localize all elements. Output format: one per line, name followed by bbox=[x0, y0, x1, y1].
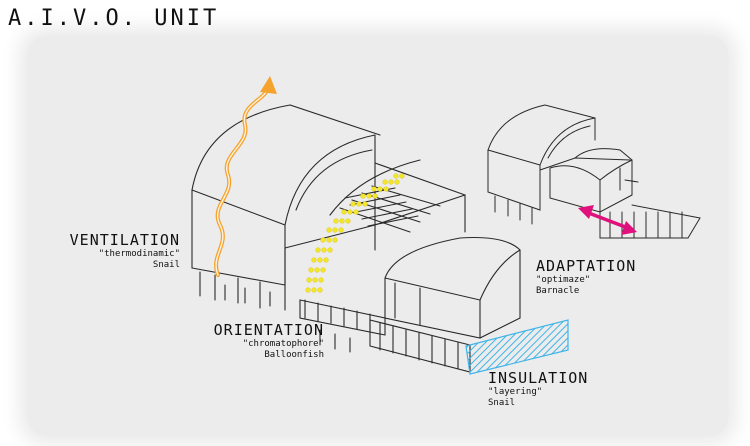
adaptation-subtitle: "optimaze" bbox=[536, 275, 591, 285]
ventilation-arrow-icon bbox=[214, 76, 277, 277]
ventilation-label: VENTILATION "thermodinamic" Snail bbox=[56, 232, 180, 271]
page-title: A.I.V.O. UNIT bbox=[8, 6, 220, 31]
adaptation-heading: ADAPTATION bbox=[536, 257, 637, 275]
insulation-label: INSULATION "layering" Snail bbox=[488, 370, 608, 409]
insulation-subtitle: "layering" bbox=[488, 387, 543, 397]
adaptation-organism: Barnacle bbox=[536, 286, 580, 296]
adaptation-label: ADAPTATION "optimaze" Barnacle bbox=[536, 258, 646, 297]
orientation-subtitle: "chromatophore" bbox=[242, 339, 324, 349]
ventilation-subtitle: "thermodinamic" bbox=[98, 249, 180, 259]
orientation-heading: ORIENTATION bbox=[213, 321, 324, 339]
paper-background bbox=[28, 36, 728, 436]
ventilation-organism: Snail bbox=[152, 260, 180, 270]
insulation-band bbox=[465, 319, 569, 375]
orientation-dots-icon bbox=[305, 173, 405, 293]
adaptation-unit-sketch bbox=[487, 104, 701, 239]
orientation-label: ORIENTATION "chromatophore" Balloonfish bbox=[200, 322, 324, 361]
insulation-organism: Snail bbox=[488, 398, 516, 408]
adaptation-arrow-icon bbox=[578, 205, 637, 235]
insulation-heading: INSULATION bbox=[488, 369, 589, 387]
main-unit-sketch bbox=[191, 104, 521, 373]
ventilation-heading: VENTILATION bbox=[69, 231, 180, 249]
orientation-organism: Balloonfish bbox=[264, 350, 324, 360]
